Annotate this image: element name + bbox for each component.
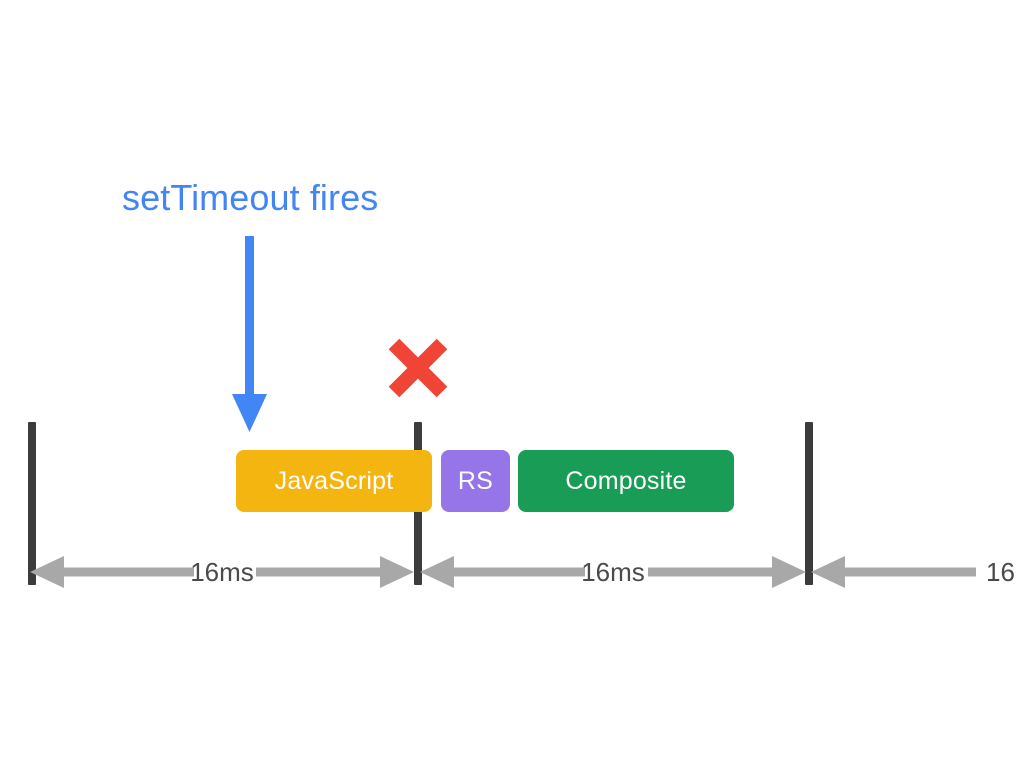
red-x-icon — [384, 336, 452, 400]
interval-label-1: 16ms — [190, 557, 254, 587]
interval-label-3: 16 — [986, 557, 1015, 587]
double-arrow-icon — [811, 556, 976, 588]
task-bar-recalc-style: RS — [441, 450, 510, 512]
interval-measure-3: 16 — [811, 552, 1024, 592]
frame-boundary-tick-1 — [28, 422, 36, 585]
task-bar-composite: Composite — [518, 450, 734, 512]
double-arrow-icon — [30, 556, 414, 588]
frame-boundary-tick-3 — [805, 422, 813, 585]
interval-measure-2: 16ms — [420, 552, 806, 592]
interval-label-2: 16ms — [581, 557, 645, 587]
task-bar-javascript: JavaScript — [236, 450, 432, 512]
interval-measure-1: 16ms — [30, 552, 414, 592]
down-arrow-icon — [215, 236, 295, 432]
double-arrow-icon — [420, 556, 806, 588]
annotation-label-settimeout: setTimeout fires — [122, 177, 379, 218]
